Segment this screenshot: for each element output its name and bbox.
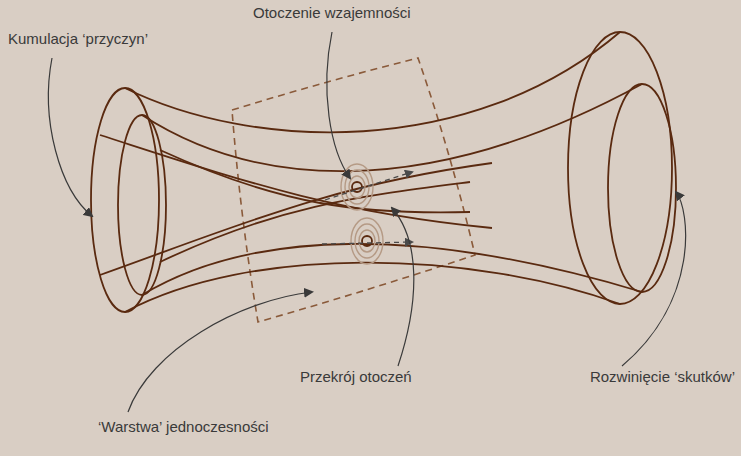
funnel-surface [91, 32, 676, 312]
callout-label: Otoczenie wzajemności [253, 4, 411, 22]
callout-label: Kumulacja ‘przyczyn’ [8, 30, 148, 48]
callout-label: Przekrój otoczeń [300, 368, 412, 386]
callout-label: Rozwinięcie ‘skutków’ [590, 368, 735, 386]
flow-arrows [322, 172, 412, 244]
callout-label: ‘Warstwa’ jednoczesności [98, 418, 269, 436]
neighbourhood-rings [341, 164, 383, 264]
leader-lines [48, 32, 685, 412]
event-points [352, 182, 372, 246]
